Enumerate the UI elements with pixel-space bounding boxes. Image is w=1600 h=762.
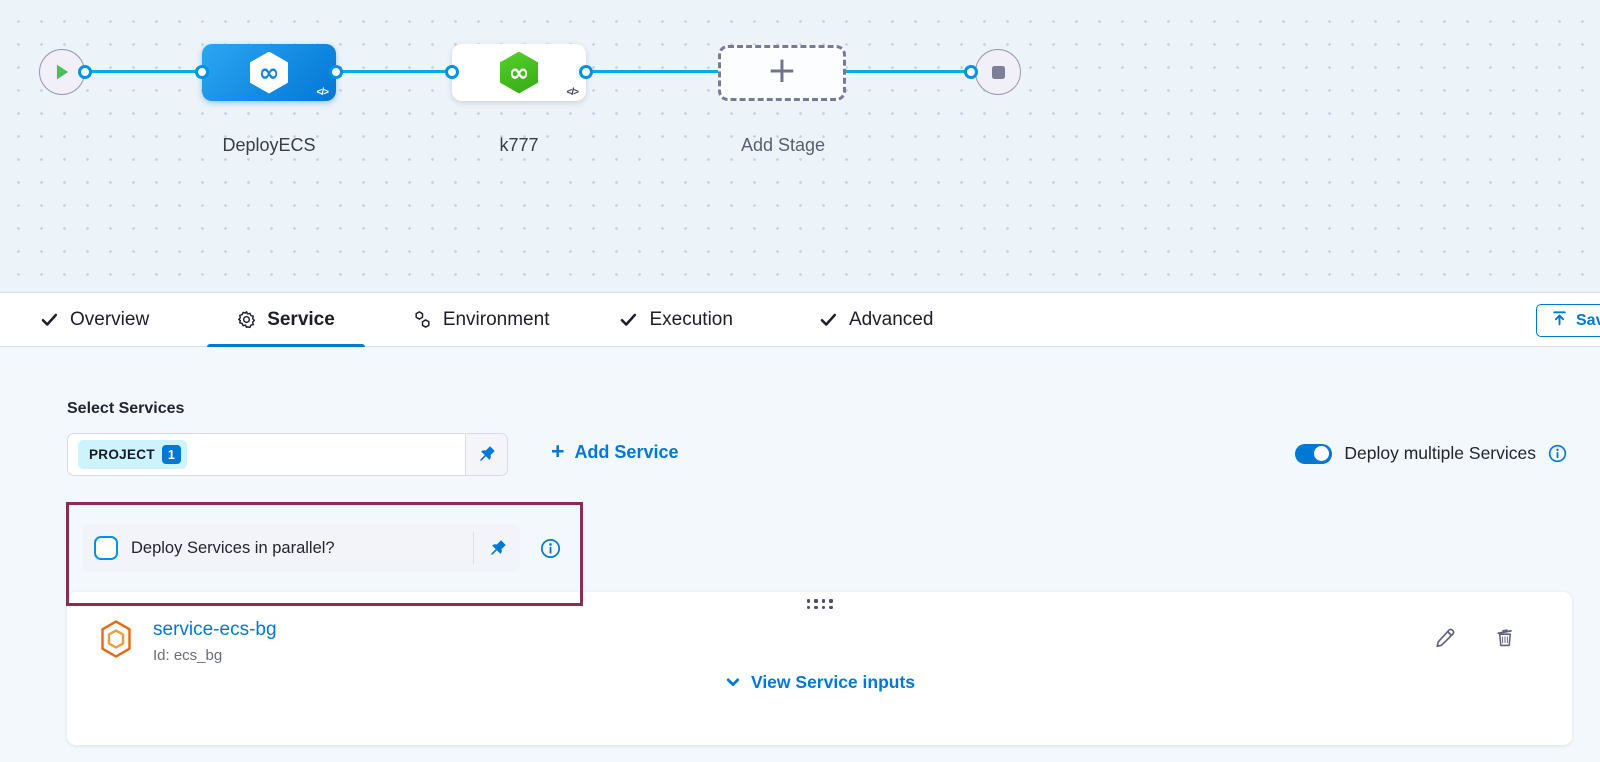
select-services-label: Select Services: [67, 400, 185, 417]
connection-port: [329, 64, 343, 79]
stop-icon: [991, 65, 1005, 79]
connection-port: [445, 64, 459, 79]
service-id: Id: ecs_bg: [153, 646, 223, 664]
harness-hexagon-icon: ∞: [250, 51, 288, 94]
deploy-multiple-services-row: Deploy multiple Services: [1295, 443, 1567, 464]
deploy-multiple-services-toggle[interactable]: [1295, 443, 1333, 464]
pipeline-start-node: [39, 49, 85, 95]
tab-label: Execution: [649, 308, 733, 330]
deploy-parallel-row: Deploy Services in parallel?: [83, 524, 520, 572]
code-icon: </>: [566, 87, 580, 98]
drag-handle[interactable]: [806, 599, 833, 609]
save-button-label: Save: [1576, 311, 1600, 329]
upload-icon: [1551, 310, 1568, 332]
connection-port: [195, 64, 209, 79]
add-stage-button[interactable]: +: [718, 45, 846, 101]
plus-icon: +: [766, 49, 798, 91]
connection-port: [78, 64, 92, 79]
project-service-chip[interactable]: PROJECT 1: [78, 440, 187, 469]
service-hexagon-icon: [101, 620, 131, 658]
stage-node-deployecs[interactable]: ∞ </>: [202, 44, 336, 101]
chip-label: PROJECT: [89, 447, 155, 462]
chip-count-badge: 1: [161, 445, 181, 464]
pin-input-type-button[interactable]: [465, 434, 507, 475]
stage-node-k777[interactable]: ∞ </>: [452, 44, 586, 101]
chevron-down-icon: [726, 678, 739, 687]
tab-execution[interactable]: Execution: [613, 293, 738, 346]
check-icon: [819, 310, 838, 329]
service-name-link[interactable]: service-ecs-bg: [153, 619, 277, 640]
tab-label: Overview: [70, 308, 150, 330]
stage-label: DeployECS: [222, 135, 316, 155]
deploy-parallel-label: Deploy Services in parallel?: [131, 538, 335, 557]
pipeline-canvas: ∞ </> ∞ </> + DeployECS k777 Add Stage: [0, 0, 1600, 292]
plus-icon: +: [551, 438, 565, 464]
connection-port: [579, 64, 593, 79]
deploy-parallel-checkbox[interactable]: [94, 536, 118, 560]
pipeline-end-node: [975, 49, 1021, 95]
code-icon: </>: [316, 87, 330, 98]
pencil-icon: [1436, 628, 1455, 648]
tab-label: Advanced: [848, 308, 934, 330]
stage-label: Add Stage: [740, 135, 826, 155]
pin-icon: [490, 539, 506, 555]
tab-label: Environment: [442, 308, 550, 330]
trash-icon: [1497, 629, 1512, 647]
deploy-multiple-services-label: Deploy multiple Services: [1344, 443, 1536, 463]
view-service-inputs-label: View Service inputs: [750, 672, 916, 692]
stage-config-tabbar: Overview Service Environment: [0, 292, 1600, 347]
add-service-label: Add Service: [574, 442, 679, 462]
service-card: service-ecs-bg Id: ecs_bg View Service i…: [67, 592, 1572, 745]
stage-label: k777: [499, 135, 539, 155]
service-summary: service-ecs-bg Id: ecs_bg: [98, 619, 277, 664]
check-icon: [40, 310, 59, 329]
services-select-input[interactable]: PROJECT 1: [67, 433, 508, 476]
tab-overview[interactable]: Overview: [34, 293, 155, 346]
gear-icon: [237, 310, 256, 329]
delete-service-button[interactable]: [1493, 626, 1517, 650]
tab-environment[interactable]: Environment: [407, 293, 556, 346]
pin-icon: [480, 446, 495, 461]
view-service-inputs-toggle[interactable]: View Service inputs: [724, 672, 915, 693]
environment-icon: [413, 310, 432, 329]
tab-label: Service: [267, 308, 335, 330]
check-icon: [619, 310, 638, 329]
divider: [473, 532, 474, 564]
tab-service[interactable]: Service: [207, 293, 365, 347]
harness-hexagon-icon: ∞: [500, 51, 538, 94]
play-icon: [56, 64, 69, 80]
selected-services: PROJECT 1: [68, 434, 465, 475]
info-icon[interactable]: [540, 538, 561, 564]
pin-input-type-button[interactable]: [474, 524, 520, 572]
connection-port: [964, 64, 978, 79]
toggle-knob: [1314, 446, 1330, 461]
save-button[interactable]: Save: [1536, 304, 1600, 337]
tab-advanced[interactable]: Advanced: [813, 293, 940, 346]
add-service-button[interactable]: + Add Service: [551, 438, 679, 464]
info-icon[interactable]: [1548, 444, 1567, 463]
edit-service-button[interactable]: [1433, 626, 1457, 650]
